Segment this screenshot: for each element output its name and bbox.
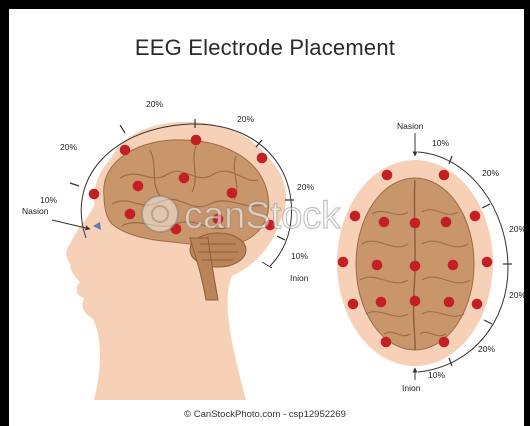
top-label-pct-side-2: 20% [509, 290, 526, 300]
electrode [372, 260, 383, 271]
side-label-pct-right: 20% [297, 182, 314, 192]
electrode [482, 257, 493, 268]
electrode [338, 257, 349, 268]
electrode [472, 299, 483, 310]
top-label-inion: Inion [402, 383, 421, 393]
side-view: 20% 20% 20% 20% 10% Nasion 10% Inion [22, 99, 314, 400]
electrode [439, 170, 450, 181]
electrode [470, 211, 481, 222]
top-label-pct-side-1: 20% [509, 224, 526, 234]
side-label-inion: Inion [290, 273, 309, 283]
watermark-logo-icon [142, 196, 178, 232]
electrode [350, 211, 361, 222]
top-label-nasion: Nasion [397, 121, 424, 131]
side-label-pct-upper-right: 20% [237, 114, 254, 124]
top-label-pct-right-lower: 20% [478, 344, 495, 354]
electrode [410, 218, 421, 229]
top-view: Nasion 10% 20% 20% 20% 20% 10% Inion [337, 121, 526, 393]
electrode [382, 170, 393, 181]
electrode [89, 189, 100, 200]
top-label-pct-right-upper: 20% [482, 168, 499, 178]
electrode [381, 337, 392, 348]
electrode [439, 337, 450, 348]
side-label-nasion: Nasion [22, 206, 49, 216]
electrode [125, 209, 136, 220]
electrode [257, 153, 268, 164]
electrode [133, 181, 144, 192]
electrode [410, 296, 421, 307]
side-label-pct-back-10: 10% [291, 251, 308, 261]
electrode [444, 297, 455, 308]
electrode [448, 260, 459, 271]
watermark-text: canStock [184, 195, 341, 237]
electrode [376, 297, 387, 308]
side-label-pct-top: 20% [146, 99, 163, 109]
electrode [441, 217, 452, 228]
electrode [120, 145, 131, 156]
top-label-pct-bottom-10: 10% [428, 370, 445, 380]
side-label-pct-upper-left: 20% [60, 142, 77, 152]
electrode [191, 135, 202, 146]
electrode [379, 217, 390, 228]
side-label-pct-front-10: 10% [40, 195, 57, 205]
top-label-pct-top-10: 10% [432, 138, 449, 148]
electrode [348, 299, 359, 310]
electrode [179, 173, 190, 184]
electrode [410, 261, 421, 272]
credit-line: © CanStockPhoto.com - csp12952269 [0, 409, 530, 420]
